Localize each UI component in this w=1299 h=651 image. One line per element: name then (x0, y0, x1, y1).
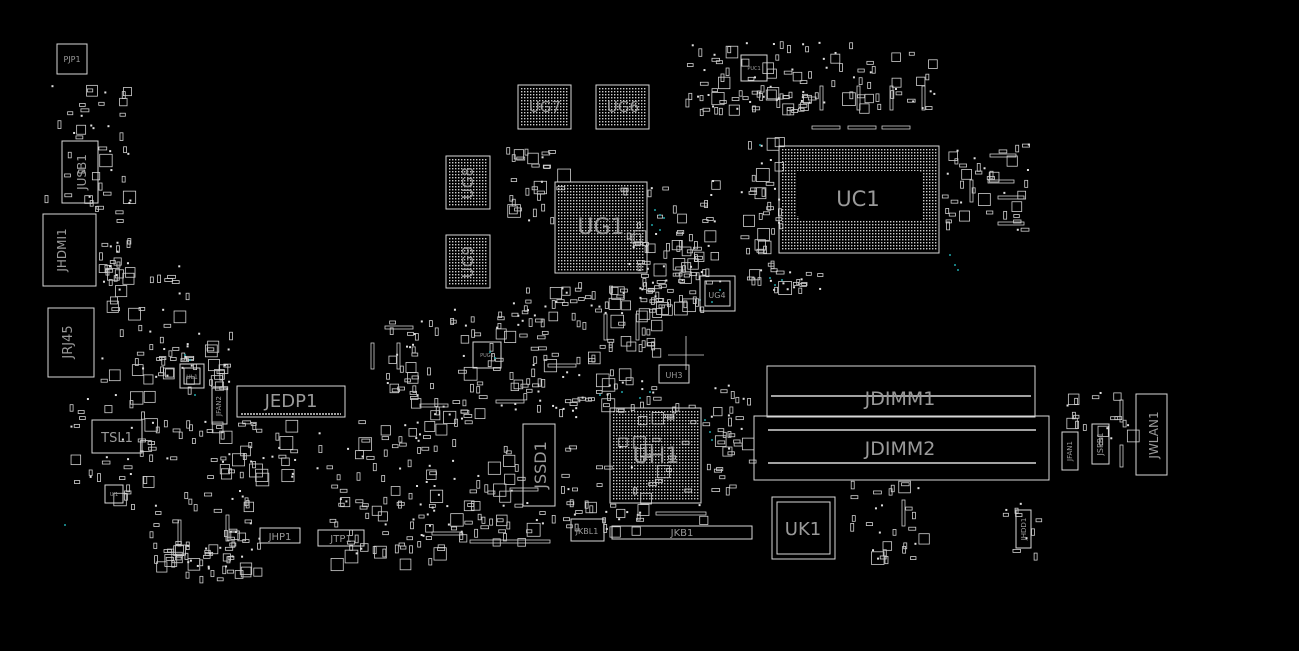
uh3-label: UH3 (666, 371, 683, 380)
jhdd1-label: JHDD1 (1020, 518, 1028, 542)
component-pjp1[interactable]: PJP1 (56, 43, 88, 75)
ug7-label: UG7 (529, 98, 561, 116)
component-jfan1[interactable]: JFAN1 (1061, 431, 1079, 471)
component-ug8[interactable]: UG8 (445, 155, 491, 210)
component-jssd1[interactable]: JSSD1 (522, 423, 556, 507)
ug1-label: UG1 (577, 215, 624, 240)
component-ug1[interactable]: UG1 (554, 181, 648, 274)
component-uk1[interactable]: UK1 (771, 496, 836, 560)
jrj45-label: JRJ45 (61, 325, 76, 359)
component-pug1[interactable]: PUG1 (472, 341, 502, 369)
crosshair-marker (668, 336, 704, 370)
component-jhp1[interactable]: JHP1 (259, 527, 301, 544)
jssd1-label: JSSD1 (531, 441, 550, 490)
uj1-label: UJ1 (110, 492, 118, 498)
uk1-label: UK1 (785, 519, 821, 540)
component-uh3[interactable]: UH3 (658, 364, 690, 384)
component-jedp1[interactable]: JEDP1 (236, 385, 346, 418)
component-jwlan1[interactable]: JWLAN1 (1135, 393, 1168, 476)
component-jfan2[interactable]: JFAN2 (211, 387, 228, 425)
component-uj1[interactable]: UJ1 (104, 484, 124, 504)
component-jusb1[interactable]: JUSB1 (61, 140, 99, 204)
uc1-label: UC1 (836, 187, 879, 211)
component-jrj45[interactable]: JRJ45 (47, 307, 95, 378)
component-jkb1[interactable]: JKB1 (611, 525, 753, 540)
component-ug7[interactable]: UG7 (517, 84, 572, 130)
component-jhdd1[interactable]: JHDD1 (1015, 509, 1032, 549)
component-jspr1[interactable]: JSPR1 (1091, 423, 1110, 465)
jspr1-label: JSPR1 (1096, 433, 1105, 457)
jhdmi1-label: JHDMI1 (55, 228, 69, 272)
component-jtp1[interactable]: JTP1 (317, 529, 365, 547)
component-uh1[interactable]: UH1 (609, 407, 702, 504)
jtp1-label: JTP1 (329, 534, 351, 545)
jhp1-label: JHP1 (268, 532, 292, 543)
component-ug4[interactable]: UG4 (699, 275, 736, 312)
jfan1-label: JFAN1 (1066, 441, 1074, 462)
jusb1-label: JUSB1 (75, 154, 89, 191)
jedp1-label: JEDP1 (264, 391, 318, 412)
component-ug6[interactable]: UG6 (595, 84, 650, 130)
jdimm1-label: JDIMM1 (864, 388, 936, 410)
component-ul1[interactable]: UL1 (179, 363, 205, 389)
ug8-label: UG8 (459, 167, 477, 199)
jdimm2-label: JDIMM2 (864, 438, 936, 460)
jkbl1-label: JKBL1 (575, 527, 599, 536)
component-uc1[interactable]: UC1 (778, 145, 940, 254)
pug1-label: PUG1 (480, 353, 494, 359)
uh1-label: UH1 (633, 444, 680, 469)
jwlan1-label: JWLAN1 (1147, 411, 1161, 459)
component-jkbl1[interactable]: JKBL1 (570, 518, 605, 542)
jfan2-label: JFAN2 (215, 396, 223, 417)
tsl1-label: TSL1 (100, 431, 133, 446)
ug6-label: UG6 (607, 98, 639, 116)
pjp1-label: PJP1 (63, 55, 80, 64)
jkb1-label: JKB1 (670, 528, 694, 539)
ug4-label: UG4 (708, 291, 725, 300)
component-tsl1[interactable]: TSL1 (91, 419, 143, 454)
ug9-label: UG9 (459, 246, 477, 278)
component-jdimm2[interactable]: JDIMM2 (753, 415, 1050, 481)
component-ug9[interactable]: UG9 (445, 234, 491, 289)
component-jhdmi1[interactable]: JHDMI1 (42, 213, 97, 287)
small-components-layer (44, 41, 1140, 584)
puc1-label: PUC1 (747, 66, 760, 72)
component-jdimm1[interactable]: JDIMM1 (766, 365, 1036, 418)
component-puc1[interactable]: PUC1 (740, 54, 768, 82)
ul1-label: UL1 (186, 374, 198, 381)
